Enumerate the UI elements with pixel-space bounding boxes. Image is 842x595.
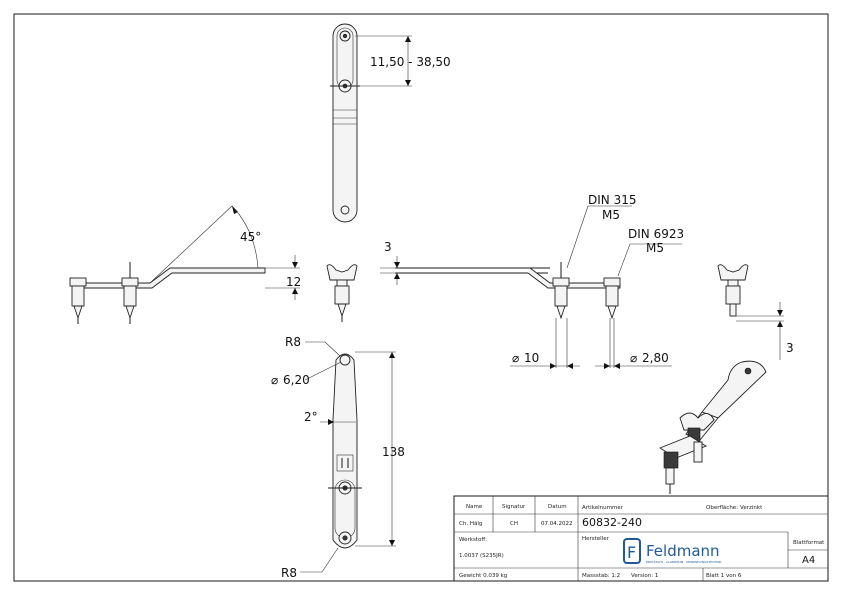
tb-name-value: Ch. Hälg — [459, 521, 482, 527]
tb-material-value: 1.0037 (S235JR) — [459, 553, 504, 559]
dim-angle-45: 45° — [240, 230, 261, 244]
tb-material-label: Werkstoff: — [459, 537, 487, 543]
tb-signature-value: CH — [510, 521, 518, 527]
isometric-view — [659, 360, 767, 494]
tb-version: Version: 1 — [631, 573, 658, 579]
svg-text:10: 10 — [524, 351, 539, 365]
svg-text:EDELSTAHL · ALUMINIUM · VERBIN: EDELSTAHL · ALUMINIUM · VERBINDUNGSTECHN… — [646, 560, 723, 564]
dim-radius-top: R8 — [285, 335, 301, 349]
label-din-6923-size: M5 — [646, 241, 664, 255]
left-side-view — [69, 205, 300, 324]
dim-diameter-6-20: ⌀ 6,20 — [271, 373, 310, 387]
tb-article-label: Artikelnummer — [582, 505, 624, 511]
wing-nut-view-right — [717, 264, 784, 360]
label-din-315: DIN 315 — [588, 193, 636, 207]
tb-surface-label: Oberfläche: — [706, 505, 738, 511]
tb-manufacturer-label: Hersteller — [582, 536, 610, 542]
bottom-view — [300, 341, 396, 573]
drawing-frame — [13, 13, 829, 582]
label-din-315-size: M5 — [602, 208, 620, 222]
dim-length-138: 138 — [382, 445, 405, 459]
tb-date-value: 07.04.2022 — [541, 521, 573, 527]
tb-sheet: Blatt 1 von 6 — [706, 573, 742, 579]
dim-thickness-left: 3 — [384, 240, 392, 254]
dim-angle-2: 2° — [304, 410, 318, 424]
feldmann-logo: F Feldmann EDELSTAHL · ALUMINIUM · VERBI… — [623, 538, 723, 564]
tb-format-value: A4 — [802, 555, 815, 566]
wing-nut-view-center — [326, 264, 358, 322]
tb-surface-value: Verzinkt — [740, 505, 763, 511]
tb-format-label: Blattformat — [793, 540, 825, 546]
dim-radius-bottom: R8 — [281, 566, 297, 580]
tb-signature-label: Signatur — [502, 504, 526, 510]
right-side-view — [380, 205, 682, 369]
label-din-6923: DIN 6923 — [628, 227, 684, 241]
tb-article-value: 60832-240 — [582, 516, 642, 529]
svg-text:⌀: ⌀ — [271, 373, 278, 387]
dim-height-12: 12 — [286, 275, 301, 289]
tb-scale: Massstab: 1:2 — [582, 573, 620, 579]
svg-text:6,20: 6,20 — [283, 373, 310, 387]
title-block — [453, 495, 829, 582]
svg-text:⌀: ⌀ — [512, 351, 519, 365]
tb-date-label: Datum — [548, 504, 567, 510]
dim-diameter-2-80: ⌀ 2,80 — [630, 351, 669, 365]
svg-text:⌀: ⌀ — [630, 351, 637, 365]
tb-weight: Gewicht 0.039 kg — [459, 573, 507, 579]
tb-name-label: Name — [466, 504, 483, 510]
svg-text:F: F — [627, 543, 636, 562]
dim-slot-range: 11,50 - 38,50 — [370, 55, 451, 69]
dim-thickness-right: 3 — [786, 341, 794, 355]
top-view — [330, 23, 412, 223]
dim-diameter-10: ⌀ 10 — [512, 351, 539, 365]
svg-text:Feldmann: Feldmann — [646, 542, 720, 560]
svg-text:2,80: 2,80 — [642, 351, 669, 365]
